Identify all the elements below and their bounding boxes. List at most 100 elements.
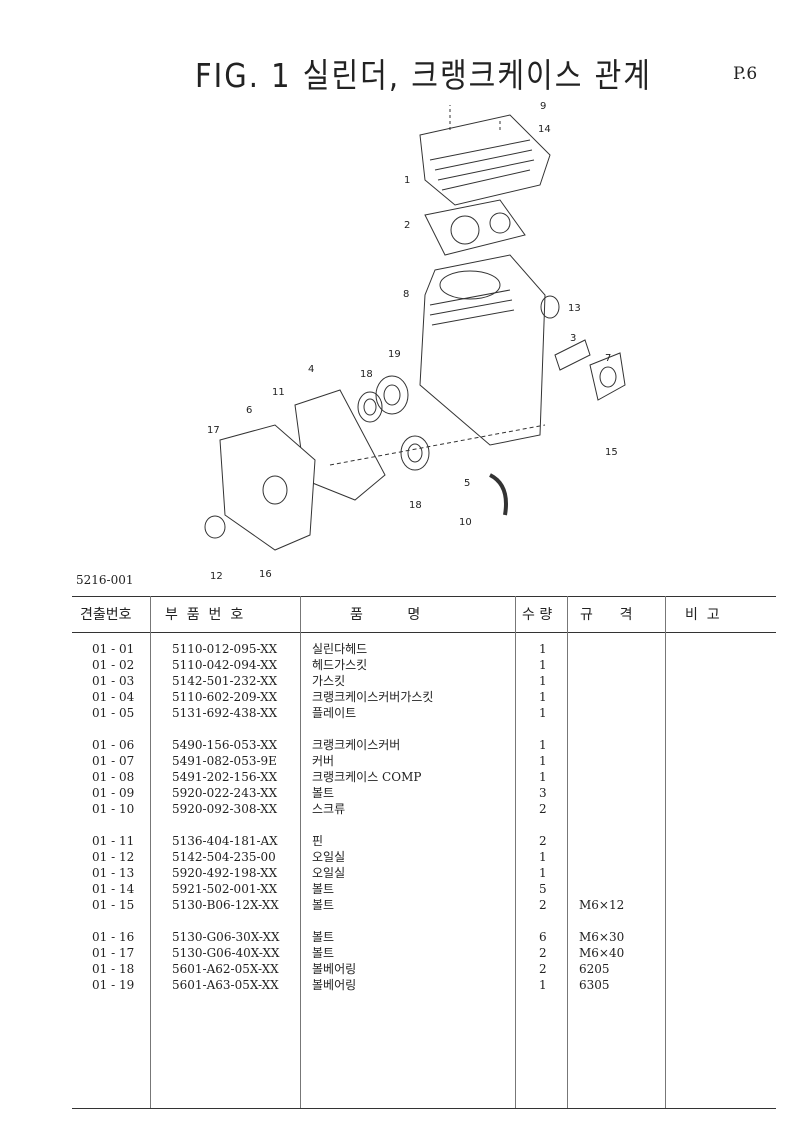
part-number-cell: 5110-602-209-XX	[172, 690, 278, 704]
svg-text:7: 7	[605, 353, 611, 364]
part-number-cell: 5601-A62-05X-XX	[172, 962, 279, 976]
ref-no-cell: 01 - 06	[92, 738, 135, 752]
svg-text:12: 12	[210, 571, 223, 582]
svg-text:8: 8	[403, 289, 409, 300]
ref-no-cell: 01 - 02	[92, 658, 135, 672]
part-number-cell: 5131-692-438-XX	[172, 706, 278, 720]
svg-text:9: 9	[540, 101, 546, 112]
ref-no-cell: 01 - 15	[92, 898, 135, 912]
table-row: 01 - 09 5920-022-243-XX 볼트 3	[0, 785, 787, 801]
plate-5	[488, 473, 508, 516]
svg-text:18: 18	[409, 500, 422, 511]
part-number-cell: 5110-042-094-XX	[172, 658, 278, 672]
exploded-parts-diagram: 9 14 1 2 8 13 3 7 19 18 4 11 6 17 15 5 1…	[204, 101, 626, 582]
svg-text:3: 3	[570, 333, 576, 344]
ref-no-cell: 01 - 13	[92, 866, 135, 880]
crankcase-cover	[219, 424, 316, 551]
svg-text:18: 18	[360, 369, 373, 380]
header-spec: 규 격	[580, 607, 633, 623]
table-row: 01 - 10 5920-092-308-XX 스크류 2	[0, 801, 787, 817]
oil-seal-13	[540, 295, 560, 319]
ref-no-cell: 01 - 08	[92, 770, 135, 784]
part-name-cell: 커버	[312, 754, 335, 768]
svg-text:11: 11	[272, 387, 285, 398]
cover-7	[589, 352, 626, 401]
page-number: P.6	[733, 64, 758, 84]
svg-text:14: 14	[538, 124, 551, 135]
svg-text:19: 19	[388, 349, 401, 360]
column-divider	[567, 596, 568, 1108]
header-ref-no: 견출번호	[80, 607, 132, 623]
part-number-cell: 5920-022-243-XX	[172, 786, 278, 800]
part-number-cell: 5920-092-308-XX	[172, 802, 278, 816]
quantity-cell: 3	[539, 786, 547, 800]
part-name-cell: 헤드가스킷	[312, 658, 368, 672]
quantity-cell: 1	[539, 674, 547, 688]
part-name-cell: 가스킷	[312, 674, 346, 688]
part-name-cell: 크랭크케이스 COMP	[312, 770, 422, 784]
header-part-name: 품 명	[350, 607, 421, 623]
bearing-18-upper	[357, 391, 383, 423]
bearing-18-lower	[400, 435, 430, 471]
table-row: 01 - 07 5491-082-053-9E 커버 1	[0, 753, 787, 769]
svg-text:15: 15	[605, 447, 618, 458]
quantity-cell: 2	[539, 962, 547, 976]
quantity-cell: 2	[539, 802, 547, 816]
spec-cell: 6205	[579, 962, 610, 976]
gasket-plate	[554, 339, 591, 371]
quantity-cell: 1	[539, 690, 547, 704]
part-number-cell: 5110-012-095-XX	[172, 642, 278, 656]
part-name-cell: 볼베어링	[312, 978, 357, 992]
quantity-cell: 1	[539, 706, 547, 720]
quantity-cell: 1	[539, 770, 547, 784]
part-name-cell: 실린다헤드	[312, 642, 368, 656]
quantity-cell: 6	[539, 930, 547, 944]
part-number-cell: 5490-156-053-XX	[172, 738, 278, 752]
ref-no-cell: 01 - 14	[92, 882, 135, 896]
part-name-cell: 스크류	[312, 802, 346, 816]
svg-text:5: 5	[464, 478, 470, 489]
part-name-cell: 크랭크케이스커버	[312, 738, 401, 752]
svg-text:10: 10	[459, 517, 472, 528]
part-name-cell: 볼트	[312, 786, 335, 800]
head-gasket	[424, 199, 526, 256]
quantity-cell: 1	[539, 866, 547, 880]
part-number-cell: 5130-G06-40X-XX	[172, 946, 280, 960]
svg-text:17: 17	[207, 425, 220, 436]
part-name-cell: 오일실	[312, 850, 346, 864]
svg-text:6: 6	[246, 405, 252, 416]
quantity-cell: 1	[539, 978, 547, 992]
ref-no-cell: 01 - 07	[92, 754, 135, 768]
header-part-number: 부 품 번 호	[165, 607, 244, 623]
part-name-cell: 핀	[312, 834, 324, 848]
figure-title: FIG. 1 실린더, 크랭크케이스 관계	[195, 55, 652, 95]
ref-no-cell: 01 - 09	[92, 786, 135, 800]
part-name-cell: 볼트	[312, 946, 335, 960]
part-number-cell: 5921-502-001-XX	[172, 882, 278, 896]
quantity-cell: 1	[539, 754, 547, 768]
svg-text:1: 1	[404, 175, 410, 186]
part-name-cell: 볼트	[312, 898, 335, 912]
part-number-cell: 5136-404-181-AX	[172, 834, 278, 848]
ref-no-cell: 01 - 16	[92, 930, 135, 944]
part-name-cell: 볼트	[312, 930, 335, 944]
bearing-19	[375, 375, 409, 415]
cylinder-head	[419, 114, 551, 206]
table-bottom-rule	[72, 1108, 776, 1109]
part-name-cell: 볼트	[312, 882, 335, 896]
column-divider	[300, 596, 301, 1108]
ref-no-cell: 01 - 10	[92, 802, 135, 816]
part-number-cell: 5491-082-053-9E	[172, 754, 277, 768]
table-row: 01 - 08 5491-202-156-XX 크랭크케이스 COMP 1	[0, 769, 787, 785]
ref-no-cell: 01 - 05	[92, 706, 135, 720]
part-name-cell: 크랭크케이스커버가스킷	[312, 690, 434, 704]
part-number-cell: 5491-202-156-XX	[172, 770, 278, 784]
